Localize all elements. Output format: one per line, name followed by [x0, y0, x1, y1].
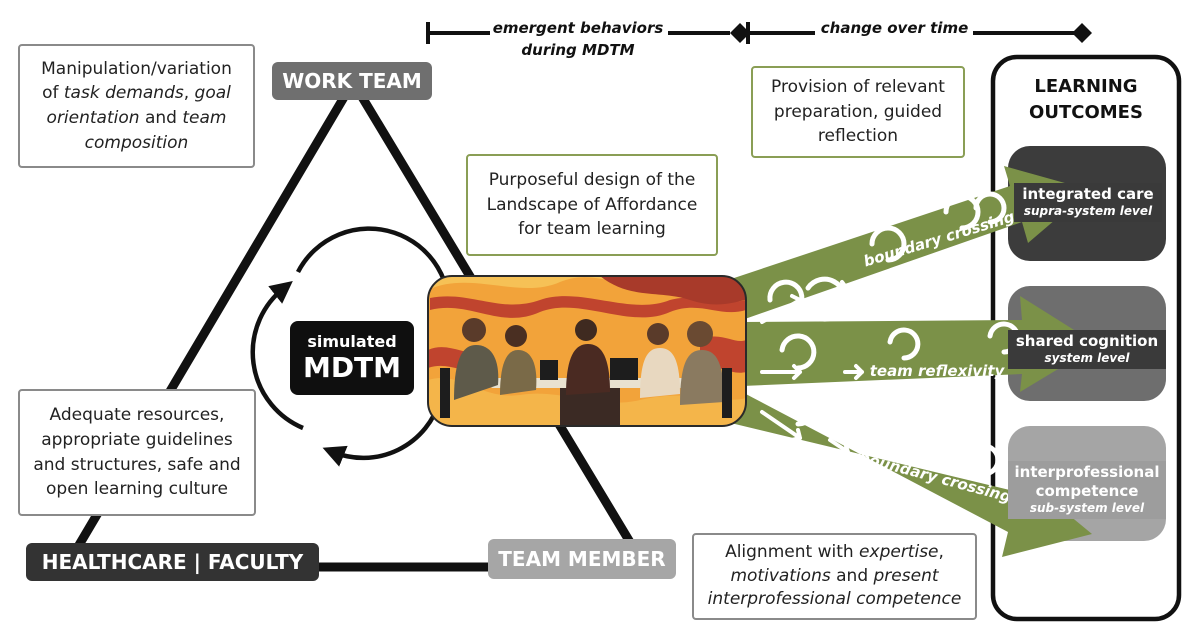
outcome-level: system level — [1044, 350, 1130, 365]
timeline-label-change-text: change over time — [820, 19, 969, 37]
learning-outcomes-title-line-2: OUTCOMES — [1029, 102, 1143, 124]
outcome-level: sub-system level — [1029, 500, 1145, 515]
resources-line-1: Adequate resources, — [49, 405, 225, 426]
swirl-icon — [887, 327, 921, 361]
outcome-name-line-1: interprofessional — [1014, 463, 1160, 481]
timeline-label-emergent-text: emergent behaviors during MDTM — [492, 19, 664, 59]
arrow-top — [710, 166, 1090, 320]
provision-line-1: Provision of relevant — [771, 77, 945, 98]
arrow-icon — [760, 364, 802, 380]
swirl-icon — [779, 333, 817, 371]
arrow-icon — [828, 278, 850, 296]
provision-line-3: reflection — [817, 126, 899, 147]
team-member-label: TEAM MEMBER — [488, 539, 676, 579]
team-meeting-illustration — [427, 275, 747, 427]
swirl-icon — [779, 389, 817, 427]
alignment-line-1: Alignment with expertise, — [725, 541, 944, 562]
arrow-icon — [828, 438, 850, 456]
arrow-bottom — [710, 392, 1092, 557]
design-box: Purposeful design of the Landscape of Af… — [466, 154, 718, 256]
provision-box: Provision of relevant preparation, guide… — [751, 66, 965, 158]
swirl-icon — [973, 191, 1007, 225]
timeline — [426, 22, 1092, 44]
small-arrow-icons — [760, 278, 864, 456]
resources-box: Adequate resources, appropriate guidelin… — [18, 389, 256, 516]
arrow-icon — [760, 294, 802, 324]
provision-line-2: preparation, guided — [773, 101, 943, 122]
resources-line-3: and structures, safe and — [33, 454, 241, 475]
swirl-icon — [887, 421, 921, 455]
work-team-text: WORK TEAM — [282, 69, 422, 93]
design-line-1: Purposeful design of the — [488, 170, 696, 191]
outcome-level: supra-system level — [1023, 203, 1153, 218]
arrow-label-middle-text: team reflexivity — [869, 362, 1005, 380]
swirl-icon — [869, 225, 907, 263]
outcome-label-integrated-care: integrated care supra-system level — [1014, 183, 1162, 222]
timeline-label-emergent: emergent behaviors during MDTM — [478, 18, 678, 62]
swirl-icon — [967, 443, 1001, 477]
manipulation-line-1: Manipulation/variation — [41, 58, 232, 79]
manipulation-line-3: orientation and team — [46, 108, 227, 128]
resources-line-2: appropriate guidelines — [41, 429, 233, 450]
team-member-text: TEAM MEMBER — [498, 547, 666, 571]
arrow-label-middle: team reflexivity — [862, 362, 1012, 380]
alignment-box: Alignment with expertise, motivations an… — [692, 533, 977, 620]
outcome-name-line-2: competence — [1035, 481, 1139, 500]
learning-outcomes-title-line-1: LEARNING — [1034, 76, 1138, 97]
outcome-label-shared-cognition: shared cognition system level — [1008, 330, 1166, 369]
healthcare-faculty-label: HEALTHCARE | FACULTY — [26, 543, 319, 581]
simulated-text: simulated — [307, 331, 397, 351]
design-line-3: for team learning — [518, 219, 666, 240]
learning-outcomes-title: LEARNING OUTCOMES — [1000, 74, 1172, 126]
swirl-icons — [767, 191, 1021, 477]
design-line-2: Landscape of Affordance — [486, 194, 698, 215]
manipulation-line-2: of task demands, goal — [42, 83, 231, 104]
mdtm-text: MDTM — [302, 350, 402, 384]
healthcare-faculty-text: HEALTHCARE | FACULTY — [41, 550, 304, 574]
arrow-icon — [760, 410, 802, 442]
outcome-name: shared cognition — [1015, 332, 1159, 350]
resources-line-4: open learning culture — [46, 479, 228, 500]
outcome-label-interprofessional-competence: interprofessional competence sub-system … — [1008, 461, 1166, 519]
arrow-icon — [843, 364, 864, 380]
work-team-label: WORK TEAM — [272, 62, 432, 100]
alignment-line-3: interprofessional competence — [707, 589, 962, 610]
outcome-name: integrated care — [1022, 185, 1154, 203]
simulated-mdtm-label: simulated MDTM — [290, 321, 414, 395]
alignment-line-2: motivations and present — [730, 565, 939, 586]
manipulation-box: Manipulation/variation of task demands, … — [18, 44, 255, 168]
swirl-icon — [943, 193, 981, 231]
manipulation-line-4: composition — [84, 132, 189, 153]
timeline-label-change: change over time — [812, 18, 977, 40]
